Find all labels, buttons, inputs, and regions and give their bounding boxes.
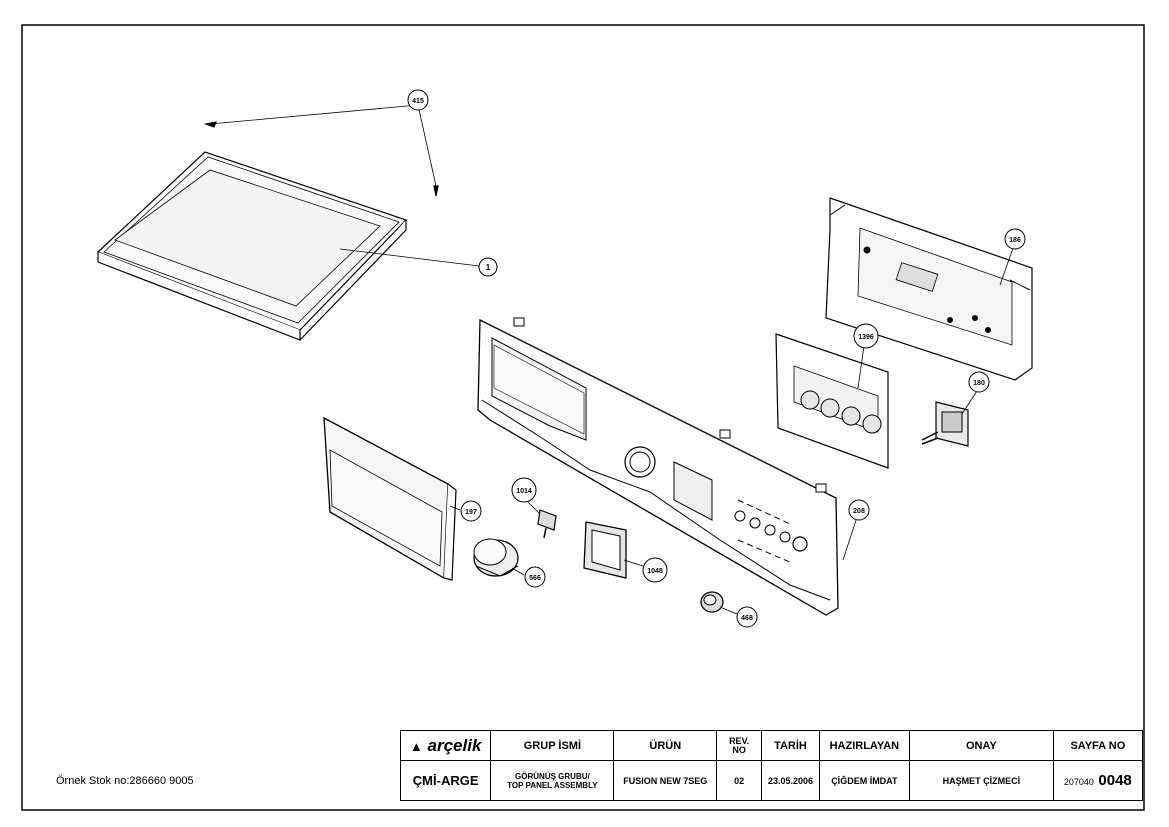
- switch-part: [921, 401, 969, 447]
- leader-1: [339, 248, 480, 267]
- department-value: ÇMİ-ARGE: [399, 760, 492, 801]
- knob-part: [473, 538, 519, 577]
- spindle-part: [537, 509, 557, 539]
- callout-bubble-415: 415: [407, 89, 429, 111]
- callout-bubble-566: 566: [524, 566, 546, 588]
- main-pcb-part: [825, 197, 1033, 381]
- header-date: TARİH: [761, 730, 820, 761]
- callout-bubble-180: 180: [968, 371, 990, 393]
- callout-label-186: 186: [1009, 237, 1021, 244]
- callout-label-1048: 1048: [647, 568, 663, 575]
- brand-name: arçelik: [427, 735, 482, 755]
- brand-logo: ▲ arçelik: [399, 730, 492, 761]
- header-rev-line2: NO: [732, 744, 746, 755]
- callout-label-415: 415: [412, 98, 424, 105]
- prepared-value: ÇİĞDEM İMDAT: [818, 760, 911, 801]
- callout-bubble-1014: 1014: [511, 477, 537, 503]
- button-cap-part: [700, 591, 724, 613]
- stock-number: Örnek Stok no:286660 9005: [56, 775, 194, 787]
- drawer-front-part: [323, 416, 457, 581]
- callout-label-197: 197: [465, 509, 477, 516]
- product-value: FUSION NEW 7SEG: [613, 760, 718, 801]
- header-approved: ONAY: [909, 730, 1054, 761]
- group-value-line1: GÖRÜNÜŞ GRUBU/: [515, 771, 590, 781]
- title-block: ▲ arçelik GRUP İSMİ ÜRÜN REV. NO TARİH H…: [399, 730, 1144, 801]
- callout-bubble-208: 208: [848, 499, 870, 521]
- callout-bubble-1048: 1048: [642, 557, 668, 583]
- leader-1048: [623, 559, 644, 567]
- leader-1014: [525, 499, 541, 515]
- callout-bubble-1: 1: [478, 257, 498, 277]
- top-cover-part: [96, 151, 408, 341]
- page-number: 0048: [1098, 771, 1132, 789]
- leader-1396: [857, 345, 865, 389]
- header-page: SAYFA NO: [1052, 730, 1144, 761]
- header-group: GRUP İSMİ: [490, 730, 615, 761]
- callout-label-566: 566: [529, 575, 541, 582]
- callout-bubble-468: 468: [736, 606, 758, 628]
- group-value-line2: TOP PANEL ASSEMBLY: [507, 780, 598, 790]
- leader-186: [999, 247, 1014, 286]
- display-frame-part: [583, 521, 627, 579]
- control-pcb-part: [775, 333, 889, 469]
- callout-label-1396: 1396: [858, 334, 874, 341]
- leader-208: [842, 513, 859, 561]
- header-rev: REV. NO: [716, 730, 763, 761]
- callout-bubble-197: 197: [460, 500, 482, 522]
- callout-bubble-1396: 1396: [853, 323, 879, 349]
- screw-part: [203, 104, 439, 197]
- sheet-border: [21, 24, 1145, 811]
- callout-label-1014: 1014: [516, 488, 532, 495]
- callout-label-468: 468: [741, 615, 753, 622]
- callout-label-1: 1: [486, 263, 491, 272]
- callout-label-180: 180: [973, 380, 985, 387]
- approved-value: HAŞMET ÇİZMECİ: [909, 760, 1054, 801]
- callout-label-208: 208: [853, 508, 865, 515]
- page-prefix: 207040: [1063, 776, 1094, 787]
- rev-value: 02: [716, 760, 763, 801]
- header-product: ÜRÜN: [613, 730, 718, 761]
- leader-180: [961, 390, 978, 415]
- leader-197: [449, 505, 461, 511]
- leader-566: [511, 567, 525, 576]
- leader-468: [719, 606, 738, 615]
- callout-bubble-186: 186: [1004, 228, 1026, 250]
- control-panel-part: [477, 317, 839, 616]
- page-value: 207040 0048: [1052, 760, 1144, 801]
- date-value: 23.05.2006: [761, 760, 820, 801]
- header-prepared: HAZIRLAYAN: [818, 730, 911, 761]
- group-value: GÖRÜNÜŞ GRUBU/ TOP PANEL ASSEMBLY: [490, 760, 615, 801]
- header-rev-line1: REV.: [729, 735, 750, 746]
